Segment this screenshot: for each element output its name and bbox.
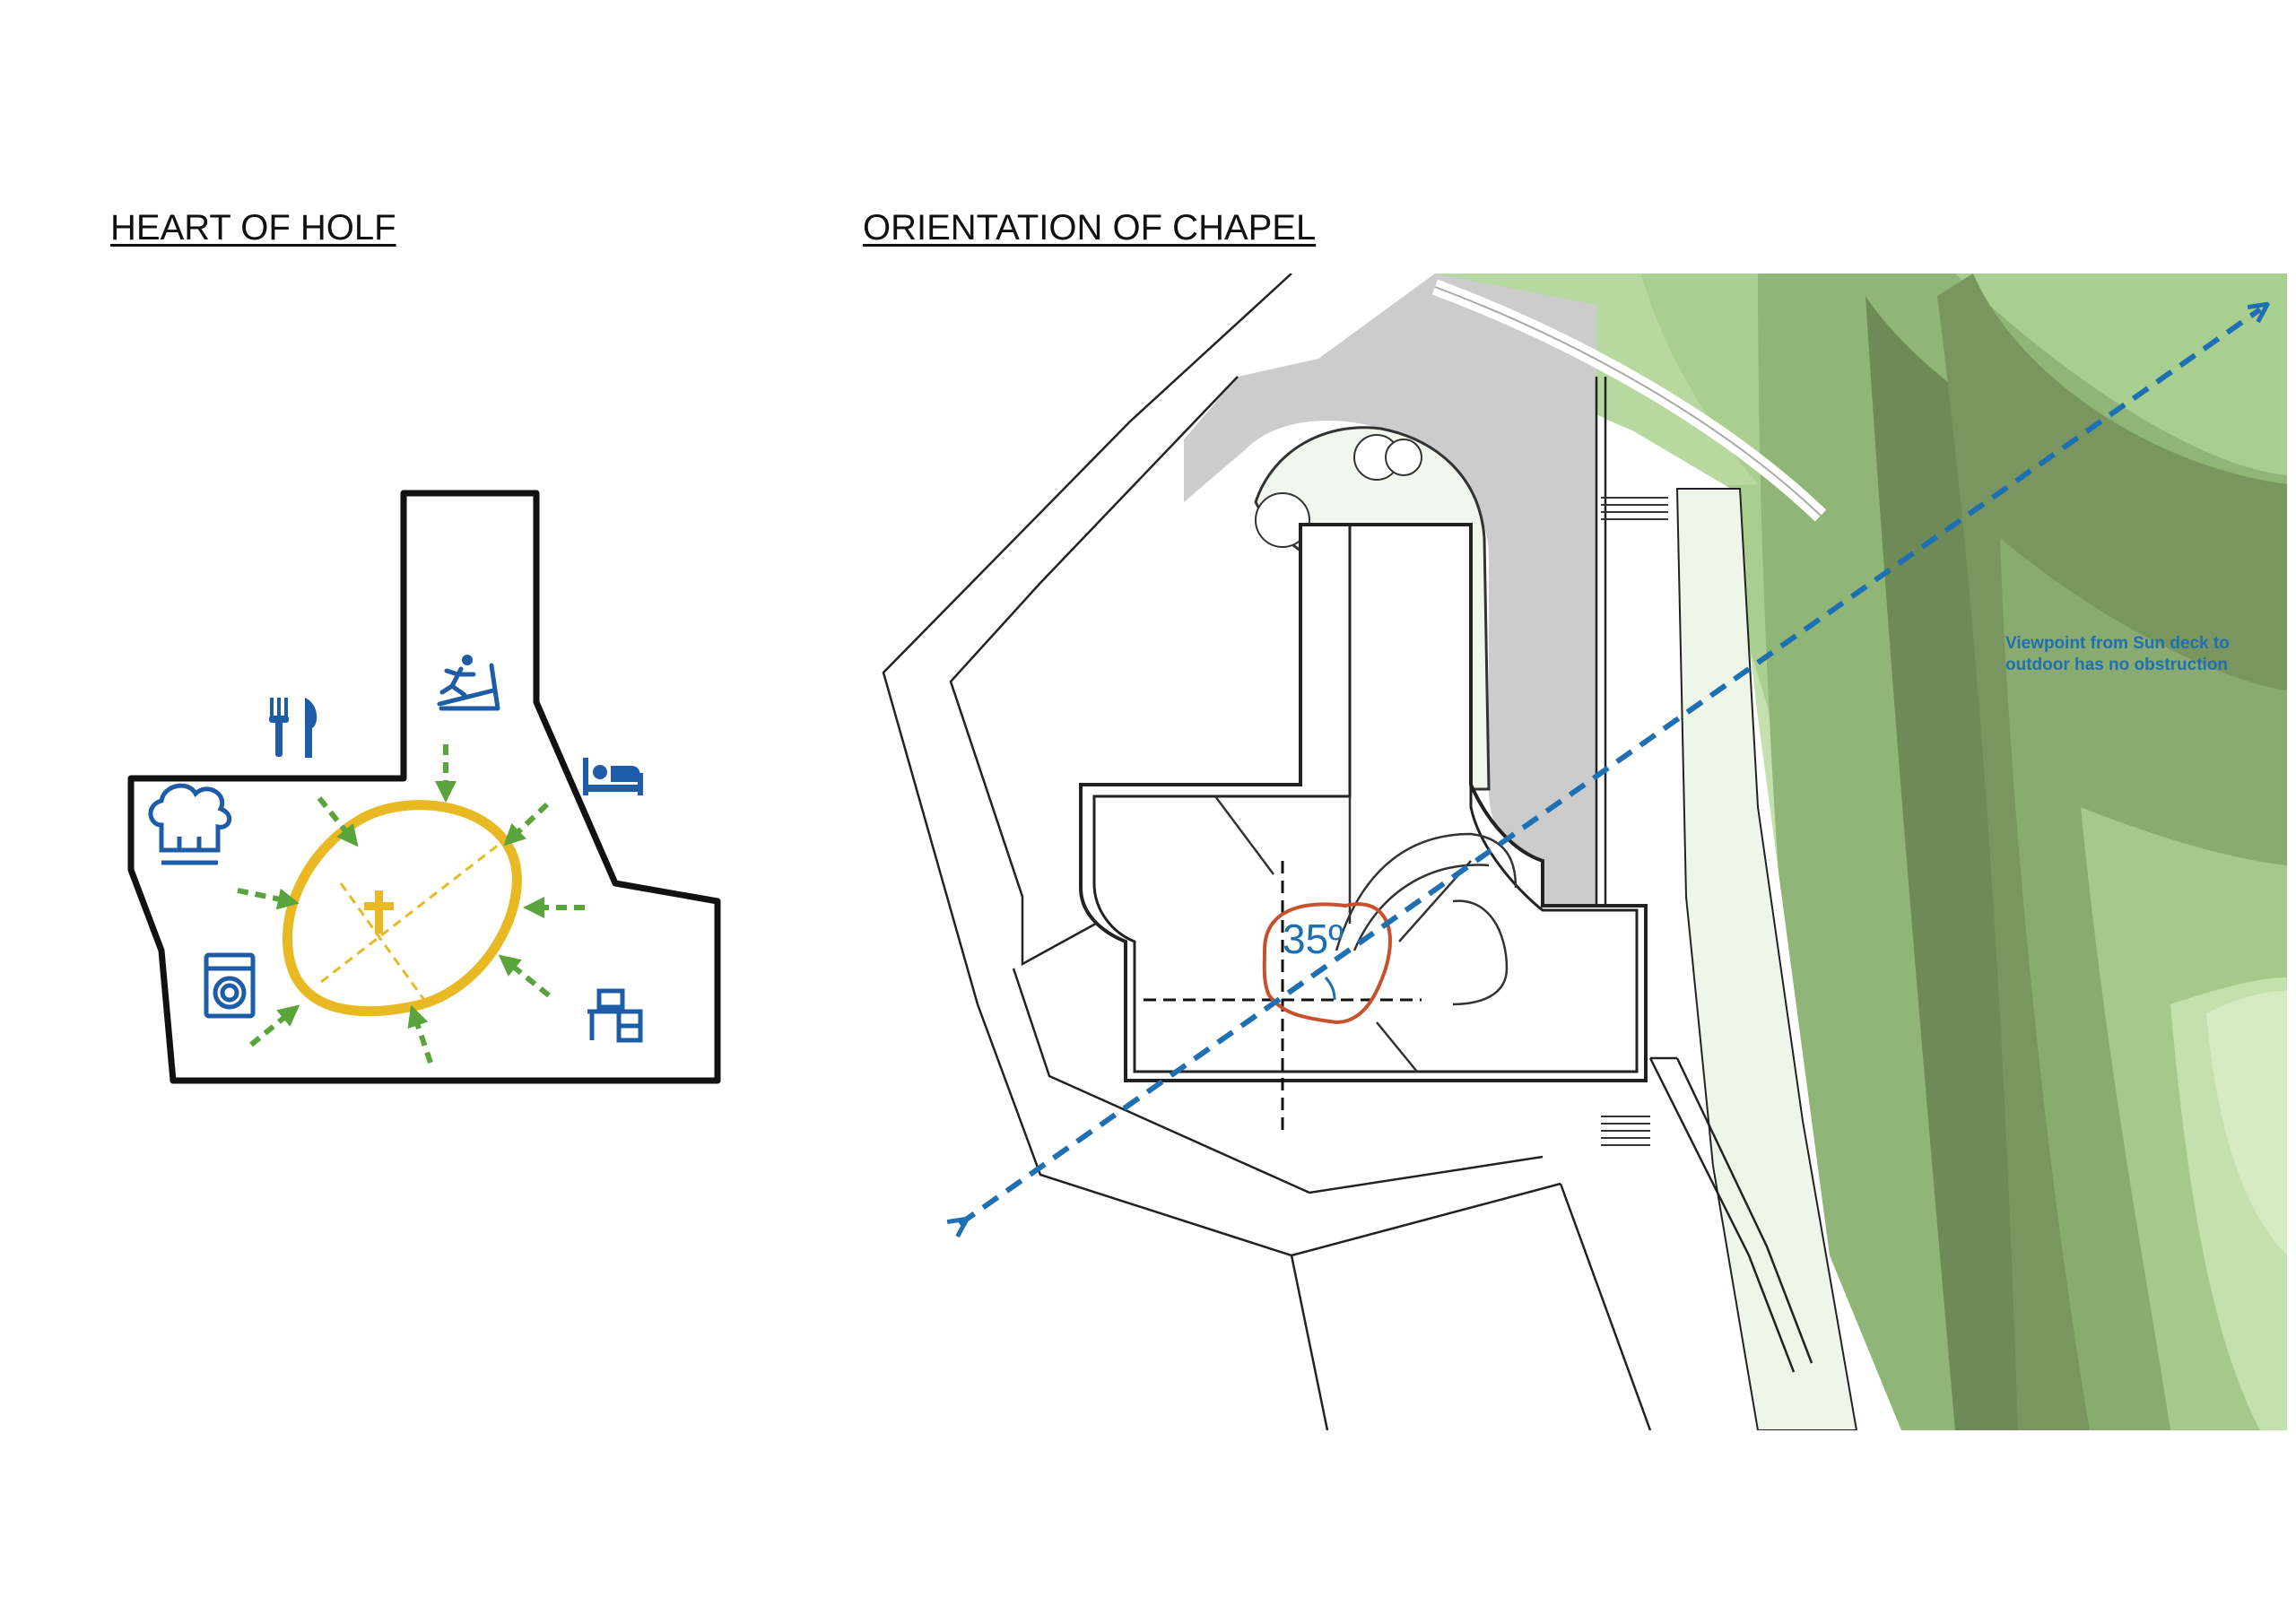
- tree: [1385, 439, 1422, 476]
- view-axis: [960, 309, 2260, 1224]
- angle-label: 35º: [1283, 916, 1344, 962]
- chef-hat-icon: [148, 783, 232, 865]
- cross-icon: [364, 890, 394, 934]
- arrow: [407, 1004, 433, 1064]
- orientation-of-chapel-title: ORIENTATION OF CHAPEL: [863, 208, 1317, 248]
- desk-icon: [587, 988, 643, 1043]
- arrow: [498, 954, 551, 998]
- heart-of-holf-title: HEART OF HOLF: [110, 208, 396, 248]
- flow-arrows: [237, 744, 585, 1064]
- fork-knife-icon: [269, 698, 317, 758]
- chapel-ring: [282, 800, 522, 1017]
- arrow: [317, 796, 359, 847]
- chapel-axis: [320, 837, 508, 984]
- treadmill-icon: [437, 655, 500, 711]
- building-outline: [127, 490, 721, 1084]
- viewpoint-note: Viewpoint from Sun deck to outdoor has n…: [2005, 633, 2230, 676]
- washing-machine-icon: [204, 952, 256, 1019]
- chapel-axis: [339, 882, 428, 1003]
- arrow: [503, 802, 550, 847]
- viewpoint-note-line-2: outdoor has no obstruction: [2005, 656, 2229, 674]
- viewpoint-note-line-1: Viewpoint from Sun deck to: [2005, 634, 2230, 653]
- arrow: [249, 1004, 300, 1047]
- arrow: [237, 888, 300, 910]
- bed-icon: [583, 758, 643, 795]
